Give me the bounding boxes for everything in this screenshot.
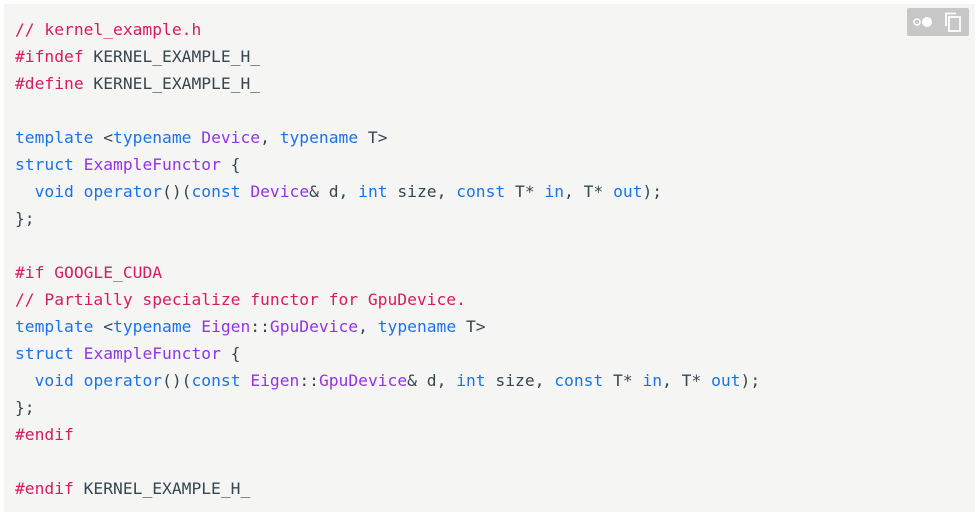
- code-line: #define KERNEL_EXAMPLE_H_: [15, 70, 760, 97]
- code-toolbar: [907, 8, 969, 36]
- code-token-plain: [74, 155, 84, 174]
- code-line: [15, 232, 760, 259]
- code-token-macro: #endif: [15, 479, 74, 498]
- code-token-plain: T>: [358, 128, 388, 147]
- code-token-keyword: const: [191, 371, 241, 390]
- code-token-plain: ()(: [162, 182, 192, 201]
- code-token-keyword: void: [34, 182, 74, 201]
- code-token-keyword: void: [34, 371, 74, 390]
- code-token-type: ExampleFunctor: [83, 155, 221, 174]
- code-line: template <typename Device, typename T>: [15, 124, 760, 151]
- code-token-keyword: int: [358, 182, 388, 201]
- code-token-keyword: operator: [83, 182, 163, 201]
- code-token-plain: KERNEL_EXAMPLE_H_: [73, 479, 251, 498]
- code-token-keyword: const: [554, 371, 604, 390]
- code-token-plain: ()(: [162, 371, 192, 390]
- code-token-keyword: template: [15, 128, 94, 147]
- code-token-keyword: operator: [83, 371, 163, 390]
- code-token-keyword: int: [456, 371, 486, 390]
- code-token-macro: GOOGLE_CUDA: [44, 263, 163, 282]
- code-token-plain: [15, 371, 35, 390]
- code-token-macro: #ifndef: [15, 47, 84, 66]
- dark-light-toggle-icon[interactable]: [911, 10, 935, 34]
- code-token-plain: T*: [505, 182, 545, 201]
- code-line: // Partially specialize functor for GpuD…: [15, 286, 760, 313]
- code-line: #endif KERNEL_EXAMPLE_H_: [15, 475, 760, 502]
- code-token-plain: size,: [485, 371, 555, 390]
- code-block: // kernel_example.h #ifndef KERNEL_EXAMPL…: [4, 4, 975, 512]
- code-line: [15, 97, 760, 124]
- code-token-plain: size,: [387, 182, 457, 201]
- code-token-type: GpuDevice: [269, 317, 359, 336]
- code-token-plain: <: [93, 128, 114, 147]
- code-token-keyword: const: [456, 182, 506, 201]
- code-line: void operator()(const Device& d, int siz…: [15, 178, 760, 205]
- code-token-plain: & d,: [309, 182, 359, 201]
- code-token-keyword: typename: [113, 128, 192, 147]
- code-token-macro: #endif: [15, 425, 74, 444]
- code-token-plain: KERNEL_EXAMPLE_H_: [83, 47, 261, 66]
- code-token-plain: ::: [299, 371, 319, 390]
- code-line: // kernel_example.h: [15, 16, 760, 43]
- code-token-plain: [241, 371, 251, 390]
- code-line: [15, 448, 760, 475]
- code-token-plain: ::: [250, 317, 270, 336]
- code-token-keyword: const: [191, 182, 241, 201]
- code-line: #endif: [15, 421, 760, 448]
- code-token-type: Device: [250, 182, 310, 201]
- code-token-macro: #define: [15, 74, 84, 93]
- code-token-plain: KERNEL_EXAMPLE_H_: [83, 74, 261, 93]
- code-token-plain: <: [93, 317, 114, 336]
- code-line: struct ExampleFunctor {: [15, 151, 760, 178]
- code-token-keyword: typename: [113, 317, 192, 336]
- code-token-plain: ,: [260, 128, 280, 147]
- code-token-plain: [241, 182, 251, 201]
- code-line: #ifndef KERNEL_EXAMPLE_H_: [15, 43, 760, 70]
- code-token-plain: [74, 344, 84, 363]
- code-line: #if GOOGLE_CUDA: [15, 259, 760, 286]
- code-listing: // kernel_example.h #ifndef KERNEL_EXAMPL…: [15, 16, 760, 502]
- code-token-type: Eigen: [250, 371, 300, 390]
- code-token-plain: [74, 371, 84, 390]
- code-token-keyword: struct: [15, 155, 74, 174]
- code-line: struct ExampleFunctor {: [15, 340, 760, 367]
- code-line: template <typename Eigen::GpuDevice, typ…: [15, 313, 760, 340]
- code-token-plain: T>: [456, 317, 486, 336]
- code-token-plain: & d,: [407, 371, 457, 390]
- code-token-plain: );: [740, 371, 761, 390]
- code-token-type: Eigen: [201, 317, 251, 336]
- code-line: };: [15, 394, 760, 421]
- code-token-keyword: in: [642, 371, 663, 390]
- copy-icon[interactable]: [941, 10, 965, 34]
- code-token-plain: [191, 317, 201, 336]
- code-token-keyword: typename: [279, 128, 359, 147]
- code-token-type: Device: [201, 128, 261, 147]
- code-token-type: ExampleFunctor: [83, 344, 221, 363]
- code-token-comment: // Partially specialize functor for GpuD…: [15, 290, 466, 309]
- code-token-keyword: in: [544, 182, 565, 201]
- code-token-plain: ,: [358, 317, 378, 336]
- code-token-plain: [191, 128, 201, 147]
- code-token-plain: {: [220, 155, 241, 174]
- code-token-plain: );: [642, 182, 663, 201]
- code-line: };: [15, 205, 760, 232]
- code-token-plain: [74, 182, 84, 201]
- code-token-keyword: out: [613, 182, 643, 201]
- code-line: void operator()(const Eigen::GpuDevice& …: [15, 367, 761, 394]
- code-token-keyword: out: [711, 371, 741, 390]
- code-token-keyword: typename: [377, 317, 457, 336]
- code-token-plain: };: [15, 209, 35, 228]
- code-token-plain: [15, 182, 35, 201]
- code-token-plain: };: [15, 398, 35, 417]
- code-token-keyword: template: [15, 317, 94, 336]
- code-token-plain: , T*: [662, 371, 712, 390]
- code-token-plain: , T*: [564, 182, 614, 201]
- code-token-comment: // kernel_example.h: [15, 20, 202, 39]
- code-token-plain: T*: [603, 371, 643, 390]
- code-token-macro: #if: [15, 263, 45, 282]
- code-token-keyword: struct: [15, 344, 74, 363]
- code-token-type: GpuDevice: [318, 371, 408, 390]
- code-token-plain: {: [220, 344, 241, 363]
